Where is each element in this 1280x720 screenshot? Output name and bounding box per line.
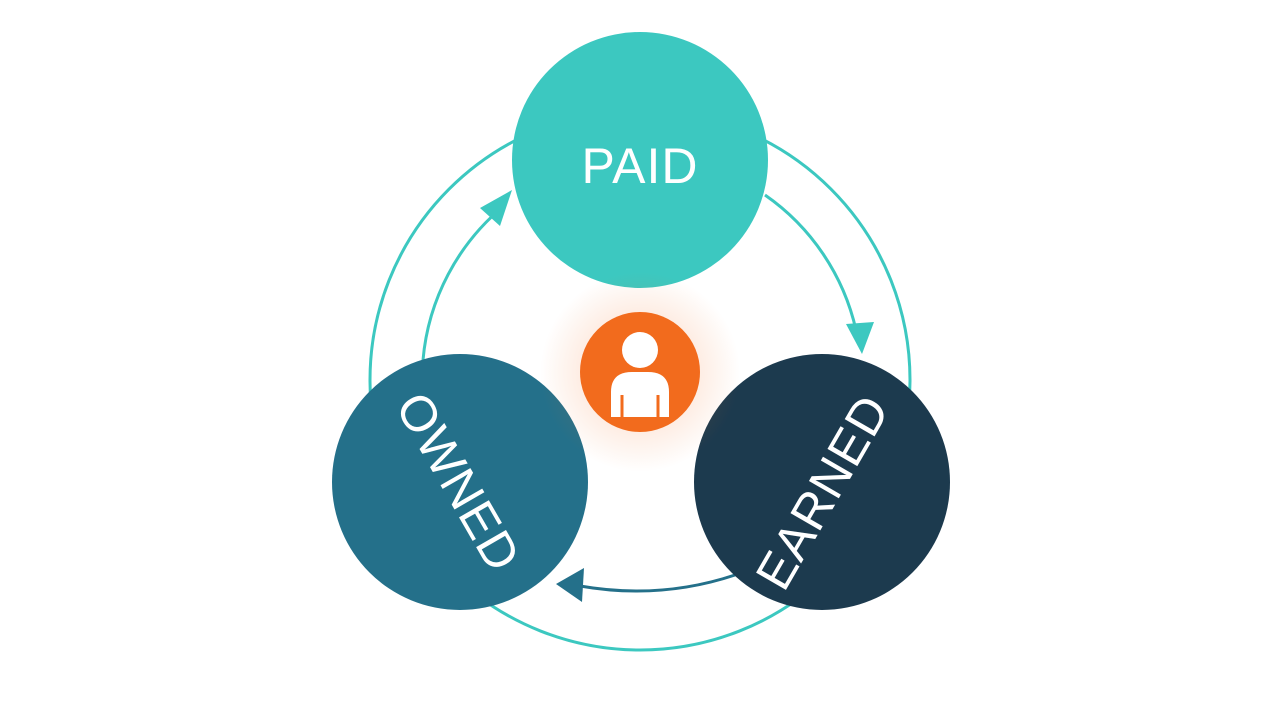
arrow-owned-to-paid bbox=[421, 203, 506, 361]
arrow-earned-to-owned bbox=[579, 573, 736, 593]
arrowhead-earned-to-owned bbox=[556, 568, 584, 602]
paid-circle bbox=[512, 32, 768, 288]
arrowhead-paid-to-earned bbox=[846, 322, 874, 354]
arrowhead-owned-to-paid bbox=[480, 190, 512, 226]
node-owned: OWNED bbox=[332, 354, 588, 610]
node-earned: EARNED bbox=[694, 354, 950, 610]
paid-label: PAID bbox=[582, 138, 699, 194]
person-icon bbox=[611, 332, 669, 417]
owned-circle bbox=[332, 354, 588, 610]
node-paid: PAID bbox=[512, 32, 768, 288]
center-customer bbox=[540, 272, 740, 472]
earned-circle bbox=[694, 354, 950, 610]
arrow-paid-to-earned bbox=[764, 193, 858, 331]
